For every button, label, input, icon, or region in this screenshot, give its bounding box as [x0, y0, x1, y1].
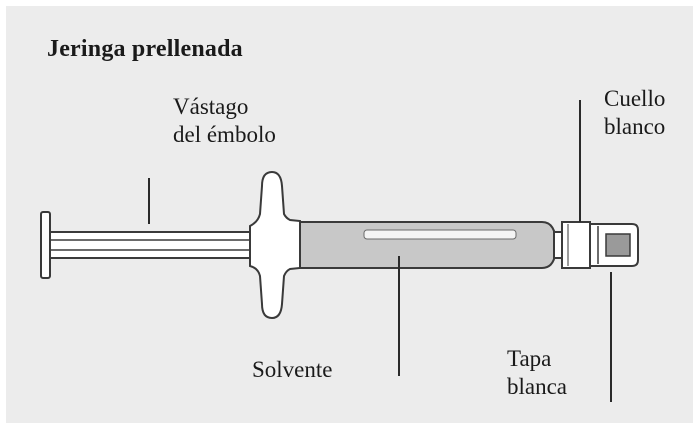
- label-plunger-line2: del émbolo: [173, 122, 276, 148]
- label-white-cap: Tapa blanca: [503, 345, 572, 402]
- label-solvent: Solvente: [248, 356, 337, 385]
- background-panel: [6, 6, 693, 423]
- white-collar: [561, 221, 591, 269]
- syringe-tip: [553, 231, 563, 259]
- label-plunger-rod: Vástago del émbolo: [169, 93, 280, 149]
- cap-inner: [605, 233, 631, 257]
- plunger-rod: [49, 231, 261, 259]
- barrel-highlight: [363, 229, 517, 240]
- diagram-title: Jeringa prellenada: [43, 35, 247, 65]
- plunger-thumb-press: [40, 211, 51, 279]
- syringe-barrel: [299, 221, 558, 269]
- finger-flange: [249, 170, 301, 320]
- label-collar-line1: Cuello: [604, 86, 666, 111]
- label-cap-line2: blanca: [507, 374, 568, 400]
- label-plunger-line1: Vástago: [173, 94, 249, 119]
- label-white-collar: Cuello blanco: [600, 85, 670, 142]
- label-cap-line1: Tapa: [507, 346, 552, 371]
- label-collar-line2: blanco: [604, 114, 666, 140]
